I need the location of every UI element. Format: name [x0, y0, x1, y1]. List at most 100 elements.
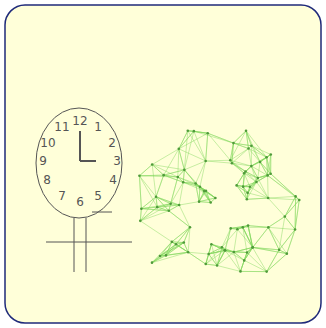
mesh-point: [266, 174, 269, 177]
mesh-point: [294, 228, 297, 231]
mesh-point: [178, 204, 181, 207]
mesh-line: [157, 207, 169, 211]
mesh-point: [246, 198, 249, 201]
mesh-line: [206, 161, 232, 163]
mesh-point: [232, 142, 235, 145]
mesh-point: [265, 270, 268, 273]
mesh-line: [247, 198, 268, 199]
mesh-point: [216, 264, 219, 267]
mesh-point: [229, 227, 232, 230]
mesh-point: [267, 226, 270, 229]
mesh-line: [184, 131, 193, 170]
mesh-line: [199, 191, 204, 202]
mesh-line: [240, 260, 244, 271]
mesh-point: [182, 241, 185, 244]
mesh-line: [233, 131, 246, 143]
mesh-line: [267, 250, 279, 272]
mesh-point: [151, 261, 154, 264]
mesh-line: [225, 228, 231, 250]
mesh-line: [253, 248, 287, 254]
mesh-point: [209, 201, 212, 204]
mesh-line: [247, 198, 268, 199]
mesh-point: [187, 251, 190, 254]
mesh-line: [139, 176, 156, 197]
mesh-point: [286, 252, 289, 255]
mesh-line: [279, 229, 295, 249]
mesh-line: [253, 227, 269, 247]
mesh-line: [179, 182, 183, 205]
mesh-line: [139, 165, 152, 176]
mesh-line: [237, 185, 247, 199]
clock-numeral: 8: [43, 174, 51, 186]
green-mesh: [138, 129, 300, 272]
mesh-line: [178, 149, 179, 177]
clock-numeral: 7: [58, 190, 66, 202]
mesh-line: [268, 217, 284, 228]
mesh-point: [203, 190, 206, 193]
clock-symbol: [36, 108, 132, 272]
mesh-line: [156, 197, 157, 207]
mesh-line: [172, 242, 188, 252]
mesh-point: [159, 255, 162, 258]
clock-numeral: 1: [94, 121, 102, 133]
mesh-line: [140, 221, 172, 242]
mesh-line: [268, 175, 300, 200]
mesh-point: [247, 147, 250, 150]
mesh-line: [279, 217, 285, 250]
mesh-line: [246, 171, 257, 182]
mesh-point: [247, 224, 250, 227]
mesh-line: [217, 250, 225, 265]
mesh-line: [179, 205, 190, 227]
mesh-line: [164, 175, 178, 177]
mesh-point: [239, 270, 242, 273]
mesh-line: [160, 252, 188, 256]
mesh-point: [169, 202, 172, 205]
mesh-point: [204, 160, 207, 163]
mesh-line: [230, 160, 251, 166]
mesh-line: [230, 149, 248, 161]
mesh-line: [247, 182, 257, 199]
mesh-line: [156, 175, 164, 197]
mesh-point: [245, 129, 248, 132]
mesh-point: [214, 197, 217, 200]
mesh-line: [172, 227, 190, 242]
mesh-line: [178, 170, 185, 177]
mesh-line: [179, 202, 199, 205]
clock-numeral: 5: [94, 190, 102, 202]
mesh-line: [183, 170, 184, 182]
mesh-line: [188, 252, 208, 254]
mesh-line: [246, 131, 260, 162]
mesh-line: [240, 252, 247, 271]
mesh-line: [248, 226, 253, 248]
mesh-line: [171, 177, 178, 204]
mesh-line: [188, 227, 190, 252]
mesh-line: [267, 254, 287, 272]
mesh-line: [179, 133, 208, 149]
mesh-point: [178, 148, 181, 151]
mesh-point: [176, 176, 179, 179]
mesh-point: [251, 246, 254, 249]
mesh-line: [156, 175, 164, 197]
mesh-point: [223, 249, 226, 252]
mesh-point: [155, 195, 158, 198]
mesh-point: [259, 161, 262, 164]
mesh-line: [233, 143, 248, 148]
mesh-point: [162, 174, 165, 177]
mesh-point: [243, 259, 246, 262]
clock-numeral: 3: [113, 155, 121, 167]
mesh-line: [268, 227, 279, 249]
mesh-line: [188, 252, 206, 264]
mesh-line: [266, 157, 268, 175]
mesh-point: [256, 177, 259, 180]
mesh-line: [249, 149, 267, 158]
mesh-line: [178, 177, 200, 187]
mesh-point: [233, 251, 236, 254]
mesh-line: [268, 217, 284, 228]
mesh-line: [271, 174, 300, 200]
mesh-line: [164, 170, 185, 175]
mesh-point: [278, 249, 281, 252]
mesh-line: [217, 247, 222, 265]
mesh-line: [222, 247, 234, 252]
mesh-line: [206, 264, 217, 265]
mesh-point: [207, 253, 210, 256]
